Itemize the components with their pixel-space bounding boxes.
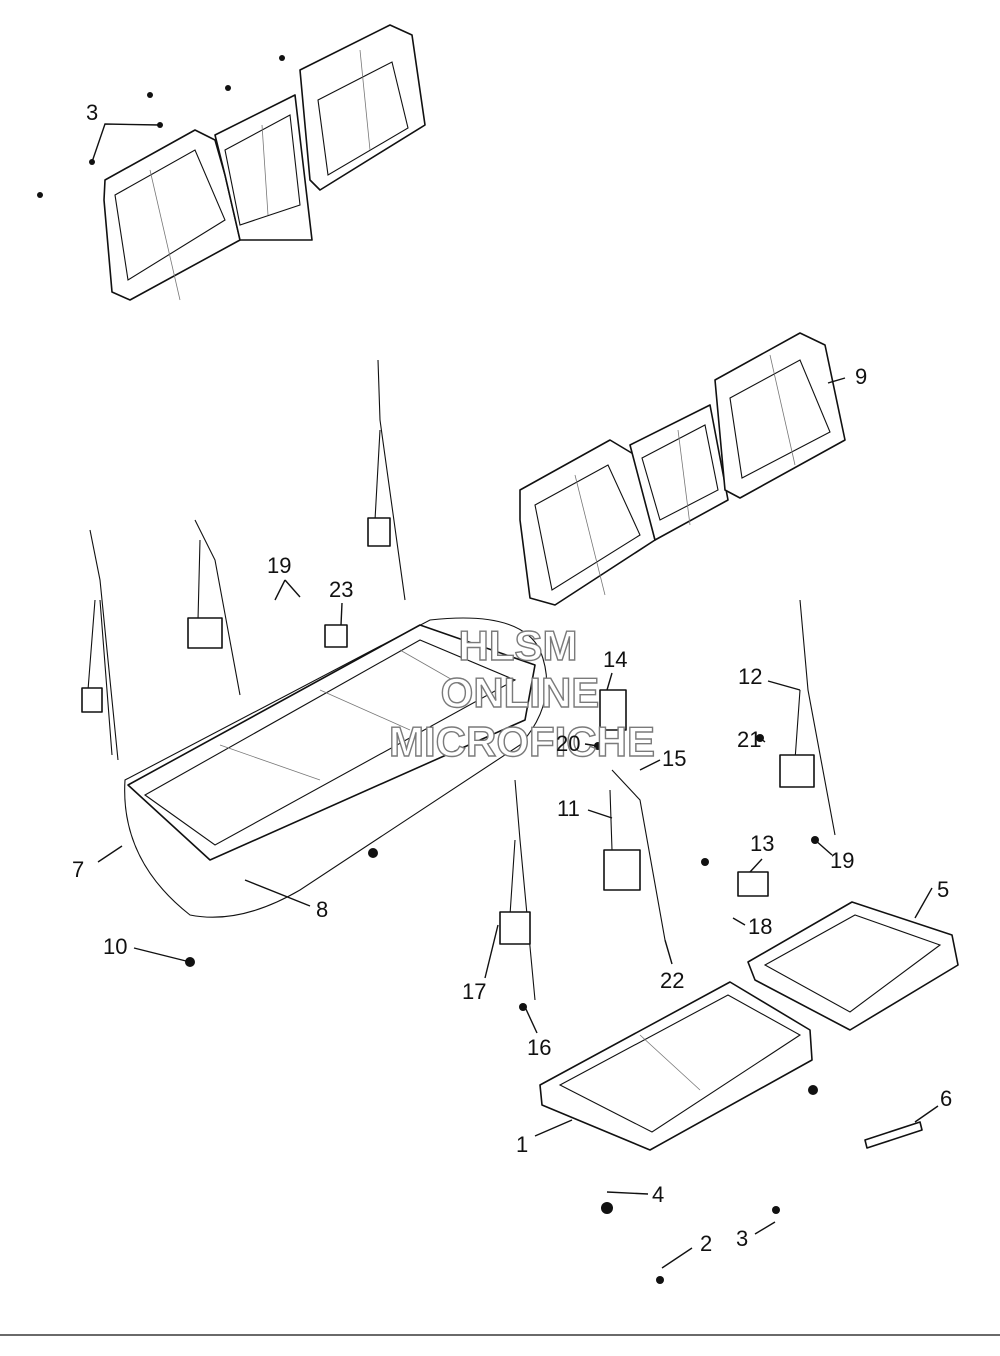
callout-22: 22 [660, 968, 684, 993]
callout-19-right: 19 [830, 848, 854, 873]
callout-11: 11 [557, 796, 580, 821]
callout-19-left: 19 [267, 553, 291, 578]
seat-bench-assembly [124, 617, 548, 918]
seat-cushion-1 [539, 981, 813, 1151]
watermark-line1: HLSM [459, 622, 578, 669]
callout-23: 23 [329, 577, 353, 602]
watermark: HLSM ONLINE MICROFICHE [388, 621, 655, 765]
callout-20: 20 [556, 731, 580, 756]
callout-17: 17 [462, 979, 486, 1004]
callout-8: 8 [316, 897, 328, 922]
bracket-6 [864, 1121, 923, 1149]
callout-14: 14 [603, 647, 627, 672]
watermark-line2: ONLINE [441, 669, 600, 716]
callout-18: 18 [748, 914, 772, 939]
callout-12: 12 [738, 664, 762, 689]
callout-21: 21 [737, 727, 761, 752]
seat-belts [81, 359, 836, 1001]
top-backrest [103, 24, 426, 301]
callout-13: 13 [750, 831, 774, 856]
callout-2: 2 [700, 1231, 712, 1256]
watermark-line3: MICROFICHE [389, 718, 655, 765]
callout-labels: 3 9 19 23 14 12 20 21 15 11 13 19 7 5 8 … [72, 100, 952, 1256]
callout-5: 5 [937, 877, 949, 902]
callout-9: 9 [855, 364, 867, 389]
callout-4: 4 [652, 1182, 664, 1207]
callout-16: 16 [527, 1035, 551, 1060]
callout-6: 6 [940, 1086, 952, 1111]
callout-10: 10 [103, 934, 127, 959]
leader-lines [91, 123, 939, 1269]
callout-1: 1 [516, 1132, 528, 1157]
callout-3-bottom: 3 [736, 1226, 748, 1251]
seat-cushion-5 [747, 901, 959, 1031]
callout-15: 15 [662, 746, 686, 771]
callout-3-top: 3 [86, 100, 98, 125]
seat-back-assembly [519, 332, 846, 606]
callout-7: 7 [72, 857, 84, 882]
